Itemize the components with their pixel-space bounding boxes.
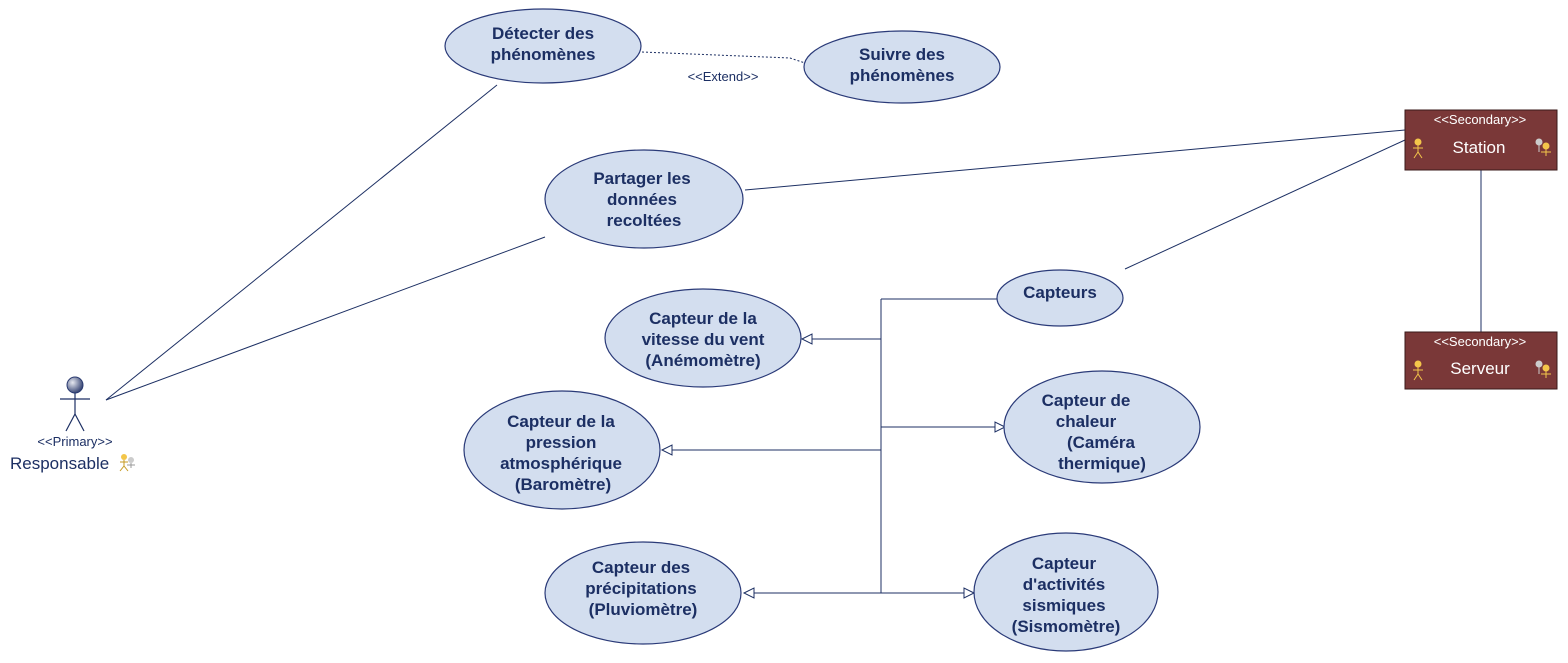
actor-icon xyxy=(1535,138,1551,156)
extend-label: <<Extend>> xyxy=(688,69,759,84)
usecase-sismique-line4: (Sismomètre) xyxy=(1012,617,1121,636)
usecase-partager-line1: Partager les xyxy=(593,169,690,188)
usecase-suivre[interactable]: Suivre des phénomènes xyxy=(803,30,1001,104)
usecase-pression-line2: pression xyxy=(526,433,597,452)
actor-serveur-stereotype: <<Secondary>> xyxy=(1434,334,1527,349)
gen-arrow-vent xyxy=(800,333,813,345)
usecase-precip-line3: (Pluviomètre) xyxy=(589,600,698,619)
actor-serveur[interactable]: <<Secondary>> Serveur xyxy=(1404,331,1558,390)
assoc-responsable-partager xyxy=(105,236,546,401)
actor-responsable-stereotype: <<Primary>> xyxy=(37,434,112,449)
usecase-suivre-line2: phénomènes xyxy=(850,66,955,85)
actor-icon xyxy=(1413,138,1423,159)
usecase-partager[interactable]: Partager les données recoltées xyxy=(544,149,744,249)
usecase-chaleur-line4: thermique) xyxy=(1058,454,1146,473)
usecase-partager-line2: données xyxy=(607,190,677,209)
actor-station[interactable]: <<Secondary>> Station xyxy=(1404,109,1558,171)
usecase-sismique[interactable]: Capteur d'activités sismiques (Sismomètr… xyxy=(973,532,1159,652)
usecase-detecter[interactable]: Détecter des phénomènes xyxy=(444,8,642,84)
usecase-pression-line4: (Baromètre) xyxy=(515,475,611,494)
usecase-capteurs-line1: Capteurs xyxy=(1023,283,1097,302)
gen-arrow-chaleur xyxy=(994,421,1007,433)
usecase-chaleur-line1: Capteur de xyxy=(1042,391,1131,410)
assoc-partager-station xyxy=(744,129,1406,191)
gen-arrow-sismique xyxy=(963,587,976,599)
usecase-vent-line1: Capteur de la xyxy=(649,309,757,328)
usecase-chaleur-line2: chaleur xyxy=(1056,412,1117,431)
assoc-capteurs-station xyxy=(1124,139,1406,270)
usecase-sismique-line1: Capteur xyxy=(1032,554,1097,573)
actor-station-stereotype: <<Secondary>> xyxy=(1434,112,1527,127)
actor-icon xyxy=(1413,360,1423,381)
usecase-detecter-line1: Détecter des xyxy=(492,24,594,43)
usecase-pression-line3: atmosphérique xyxy=(500,454,622,473)
extend-line xyxy=(641,51,806,64)
usecase-capteurs[interactable]: Capteurs xyxy=(996,269,1124,327)
usecase-suivre-line1: Suivre des xyxy=(859,45,945,64)
usecase-partager-line3: recoltées xyxy=(607,211,682,230)
gen-arrow-precip xyxy=(742,587,755,599)
usecase-detecter-line2: phénomènes xyxy=(491,45,596,64)
usecase-vent[interactable]: Capteur de la vitesse du vent (Anémomètr… xyxy=(604,288,802,388)
usecase-sismique-line3: sismiques xyxy=(1022,596,1105,615)
stick-figure-icon xyxy=(60,376,90,432)
usecase-precip-line1: Capteur des xyxy=(592,558,690,577)
actor-serveur-name: Serveur xyxy=(1450,359,1510,378)
usecase-precip[interactable]: Capteur des précipitations (Pluviomètre) xyxy=(544,541,742,645)
gen-arrow-pression xyxy=(660,444,673,456)
usecase-pression[interactable]: Capteur de la pression atmosphérique (Ba… xyxy=(463,390,661,510)
usecase-vent-line3: (Anémomètre) xyxy=(645,351,760,370)
usecase-chaleur-line3: (Caméra xyxy=(1067,433,1136,452)
actor-responsable-name: Responsable xyxy=(10,454,109,473)
generalization-tree xyxy=(660,298,1007,599)
actor-icon xyxy=(1535,360,1551,378)
actor-station-name: Station xyxy=(1453,138,1506,157)
actor-responsable[interactable]: <<Primary>> Responsable xyxy=(10,376,135,473)
usecase-precip-line2: précipitations xyxy=(585,579,696,598)
usecase-chaleur[interactable]: Capteur de chaleur (Caméra thermique) xyxy=(1003,370,1201,484)
usecase-sismique-line2: d'activités xyxy=(1023,575,1105,594)
usecase-pression-line1: Capteur de la xyxy=(507,412,615,431)
assoc-responsable-detecter xyxy=(105,84,498,401)
usecase-vent-line2: vitesse du vent xyxy=(642,330,765,349)
actor-icon xyxy=(119,454,135,472)
